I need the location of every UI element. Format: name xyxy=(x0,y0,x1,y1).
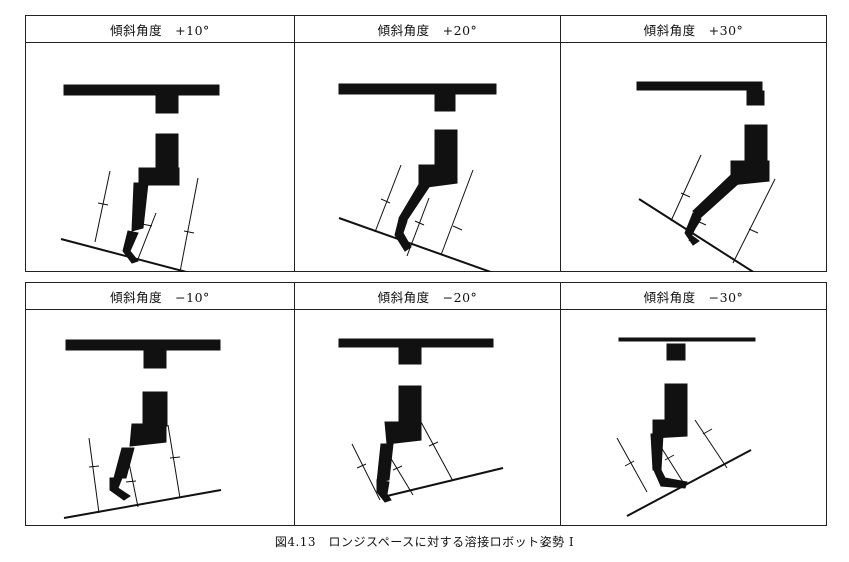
robot-shoulder xyxy=(138,167,180,186)
dimension-tick xyxy=(748,228,759,234)
panel-label: 傾斜角度 −30° xyxy=(561,283,826,310)
robot-carriage xyxy=(155,95,179,114)
robot-shoulder xyxy=(384,421,422,445)
dimension-tick xyxy=(183,230,195,234)
dimension-tick xyxy=(97,202,109,206)
robot-drawing-plus-20 xyxy=(338,83,497,272)
dimension-line xyxy=(137,212,157,260)
robot-carriage xyxy=(434,94,456,112)
dimension-tick xyxy=(428,441,439,447)
dimension-tick xyxy=(696,220,707,226)
robot-drawing-minus-10 xyxy=(63,339,222,519)
robot-arm xyxy=(398,180,430,224)
dimension-line xyxy=(616,437,648,493)
dimension-tick xyxy=(88,465,100,468)
panel-minus-20: 傾斜角度 −20° xyxy=(294,283,560,525)
robot-drawing-minus-20 xyxy=(338,338,504,503)
robot-carriage xyxy=(666,343,686,361)
panel-label: 傾斜角度 +30° xyxy=(561,16,826,43)
work-surface-line xyxy=(638,198,756,272)
dimension-line xyxy=(420,421,454,482)
robot-drawing-plus-10 xyxy=(60,84,220,272)
dimension-line xyxy=(406,197,430,257)
work-surface-line xyxy=(338,217,494,272)
dimension-tick xyxy=(125,480,137,483)
robot-body xyxy=(155,133,179,171)
figure-grid-top: 傾斜角度 +10° 傾斜角度 +20° xyxy=(25,15,827,272)
dimension-line xyxy=(732,178,776,264)
gantry-beam xyxy=(338,83,497,95)
robot-drawing-minus-30 xyxy=(616,337,756,517)
robot-torch xyxy=(109,477,131,501)
robot-shoulder xyxy=(129,423,167,447)
dimension-line xyxy=(386,451,414,496)
dimension-tick xyxy=(624,460,635,467)
dimension-tick xyxy=(680,192,691,198)
robot-body xyxy=(664,383,688,421)
panel-label: 傾斜角度 −20° xyxy=(295,283,560,310)
robot-arm xyxy=(131,182,149,232)
work-surface-line xyxy=(63,489,222,519)
work-surface-line xyxy=(626,449,752,517)
robot-carriage xyxy=(746,90,765,106)
panel-label: 傾斜角度 +20° xyxy=(295,16,560,43)
robot-body xyxy=(744,124,768,164)
figure-caption: 図4.13 ロンジスペースに対する溶接ロボット姿勢 I xyxy=(274,535,575,549)
dimension-tick xyxy=(169,456,181,459)
gantry-beam xyxy=(618,337,756,342)
dimension-line xyxy=(167,424,181,499)
dimension-tick xyxy=(664,454,675,461)
dimension-line xyxy=(94,170,111,243)
dimension-tick xyxy=(702,428,713,435)
gantry-beam xyxy=(63,84,220,96)
robot-torch xyxy=(652,467,688,489)
dimension-tick xyxy=(392,465,403,471)
dimension-line xyxy=(658,443,684,483)
panel-plus-30: 傾斜角度 +30° xyxy=(560,16,826,272)
dimension-line xyxy=(694,419,728,469)
dimension-line xyxy=(179,177,199,272)
robot-arm xyxy=(692,174,740,220)
robot-drawing-plus-30 xyxy=(636,81,776,272)
gantry-beam xyxy=(338,338,494,348)
robot-carriage xyxy=(398,347,422,365)
robot-shoulder xyxy=(418,164,458,189)
dimension-tick xyxy=(356,463,367,469)
work-surface-line xyxy=(60,238,191,272)
robot-arm xyxy=(650,433,664,471)
panel-label: 傾斜角度 +10° xyxy=(26,16,294,43)
robot-arm xyxy=(376,443,394,483)
robot-torch xyxy=(394,218,412,252)
robot-body xyxy=(398,385,422,423)
dimension-line xyxy=(127,457,139,508)
gantry-beam xyxy=(636,81,763,91)
dimension-line xyxy=(440,169,474,256)
panel-label: 傾斜角度 −10° xyxy=(26,283,294,310)
dimension-line xyxy=(688,194,712,242)
dimension-line xyxy=(670,154,702,222)
dimension-line xyxy=(374,164,402,233)
panel-plus-10: 傾斜角度 +10° xyxy=(26,16,294,272)
dimension-line xyxy=(351,443,381,501)
dimension-line xyxy=(88,437,100,514)
dimension-tick xyxy=(380,198,391,204)
robot-arm xyxy=(113,447,135,479)
dimension-tick xyxy=(414,220,425,226)
panel-minus-30: 傾斜角度 −30° xyxy=(560,283,826,525)
dimension-tick xyxy=(452,225,463,231)
panel-plus-20: 傾斜角度 +20° xyxy=(294,16,560,272)
work-surface-line xyxy=(386,467,504,497)
robot-torch xyxy=(122,230,139,264)
dimension-tick xyxy=(141,223,153,227)
gantry-beam xyxy=(65,339,221,351)
figure-grid-bottom: 傾斜角度 −10° 傾斜角度 −20° xyxy=(25,282,827,526)
panel-minus-10: 傾斜角度 −10° xyxy=(26,283,294,525)
robot-carriage xyxy=(143,350,167,369)
robot-body xyxy=(142,391,168,427)
robot-body xyxy=(434,129,458,167)
